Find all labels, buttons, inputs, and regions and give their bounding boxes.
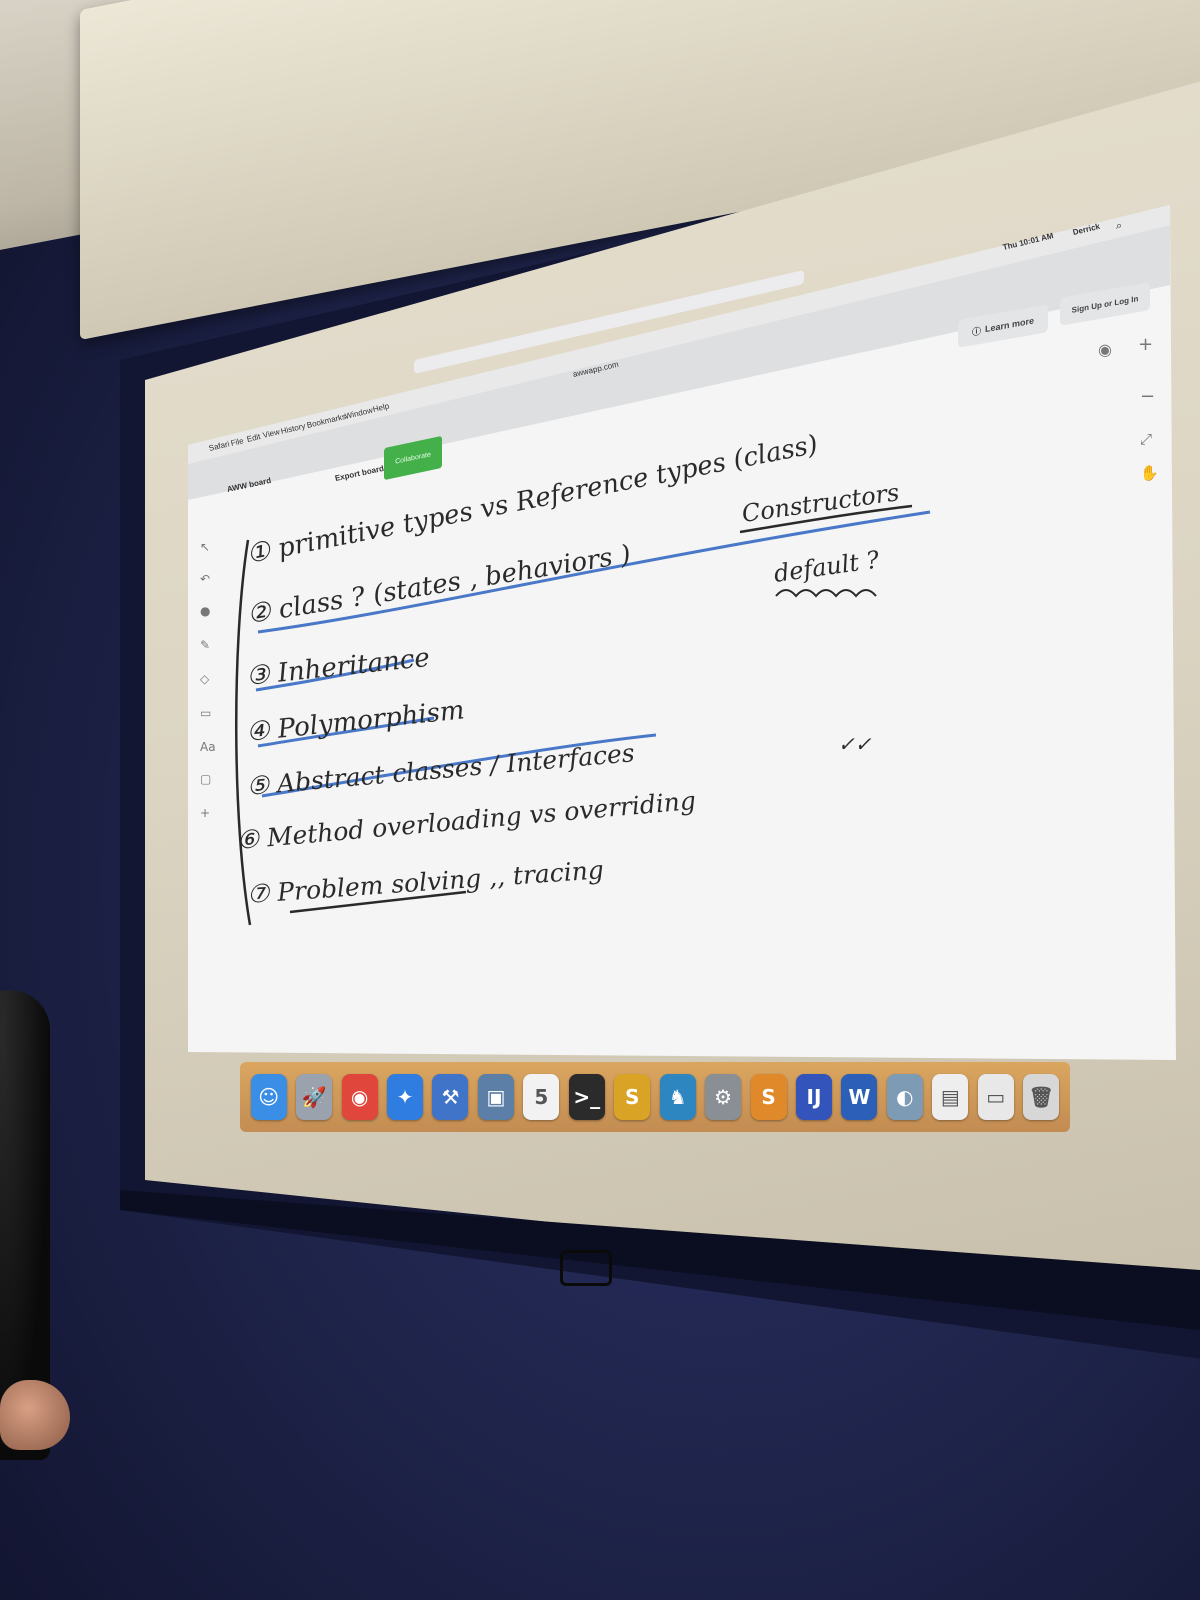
highlight-inheritance xyxy=(255,658,415,692)
zoom-out-icon[interactable]: − xyxy=(1140,386,1156,407)
document-icon[interactable]: ▤ xyxy=(932,1074,969,1120)
slides-icon[interactable]: S xyxy=(614,1074,651,1120)
presenter-hand xyxy=(0,1380,70,1450)
left-bracket xyxy=(235,539,252,926)
safari-icon[interactable]: ✦ xyxy=(387,1074,424,1120)
underline-default-squiggle xyxy=(775,589,877,598)
preview-icon[interactable]: ▣ xyxy=(477,1074,514,1120)
color-icon[interactable]: ● xyxy=(200,604,211,618)
hand-icon[interactable]: ✋ xyxy=(1140,464,1159,482)
photos-icon[interactable]: ◐ xyxy=(886,1074,923,1120)
eraser-icon[interactable]: ◇ xyxy=(200,672,210,686)
launchpad-icon[interactable]: 🚀 xyxy=(296,1074,333,1120)
system-prefs-icon[interactable]: ⚙ xyxy=(705,1074,742,1120)
kindle-icon[interactable]: ♞ xyxy=(659,1074,696,1120)
text-icon[interactable]: Aa xyxy=(200,740,216,754)
pointer-icon[interactable]: ↖ xyxy=(200,540,211,554)
add-icon[interactable]: + xyxy=(200,806,211,820)
highlight-polymorphism xyxy=(257,716,435,748)
underline-constructors xyxy=(739,504,913,534)
pen-icon[interactable]: ✎ xyxy=(200,638,211,652)
xcode-icon[interactable]: ⚒ xyxy=(432,1074,469,1120)
underline-problem-solving xyxy=(289,890,467,914)
spotlight-icon[interactable]: ⌕ xyxy=(1116,220,1123,232)
chrome-icon[interactable]: ◉ xyxy=(341,1074,378,1120)
sublime-icon[interactable]: S xyxy=(750,1074,787,1120)
highlight-abstract xyxy=(261,733,657,798)
terminal-icon[interactable]: >_ xyxy=(568,1074,605,1120)
finder-icon[interactable]: ☺ xyxy=(250,1074,287,1120)
sticky-note-icon[interactable]: ▢ xyxy=(200,772,212,786)
undo-icon[interactable]: ↶ xyxy=(200,572,211,586)
checkmarks: ✓✓ xyxy=(838,732,872,756)
calendar-icon[interactable]: 5 xyxy=(523,1074,560,1120)
trash-icon[interactable]: 🗑 xyxy=(1023,1074,1060,1120)
downloads-icon[interactable]: ▭ xyxy=(977,1074,1014,1120)
highlight-class xyxy=(257,510,931,634)
fullscreen-icon[interactable]: ⤢ xyxy=(1140,430,1153,448)
zoom-in-icon[interactable]: + xyxy=(1138,334,1154,355)
intellij-icon[interactable]: IJ xyxy=(795,1074,832,1120)
eye-icon[interactable]: ◉ xyxy=(1098,340,1112,359)
screen-pull-handle xyxy=(560,1250,612,1286)
word-icon[interactable]: W xyxy=(841,1074,878,1120)
shape-icon[interactable]: ▭ xyxy=(200,706,212,720)
